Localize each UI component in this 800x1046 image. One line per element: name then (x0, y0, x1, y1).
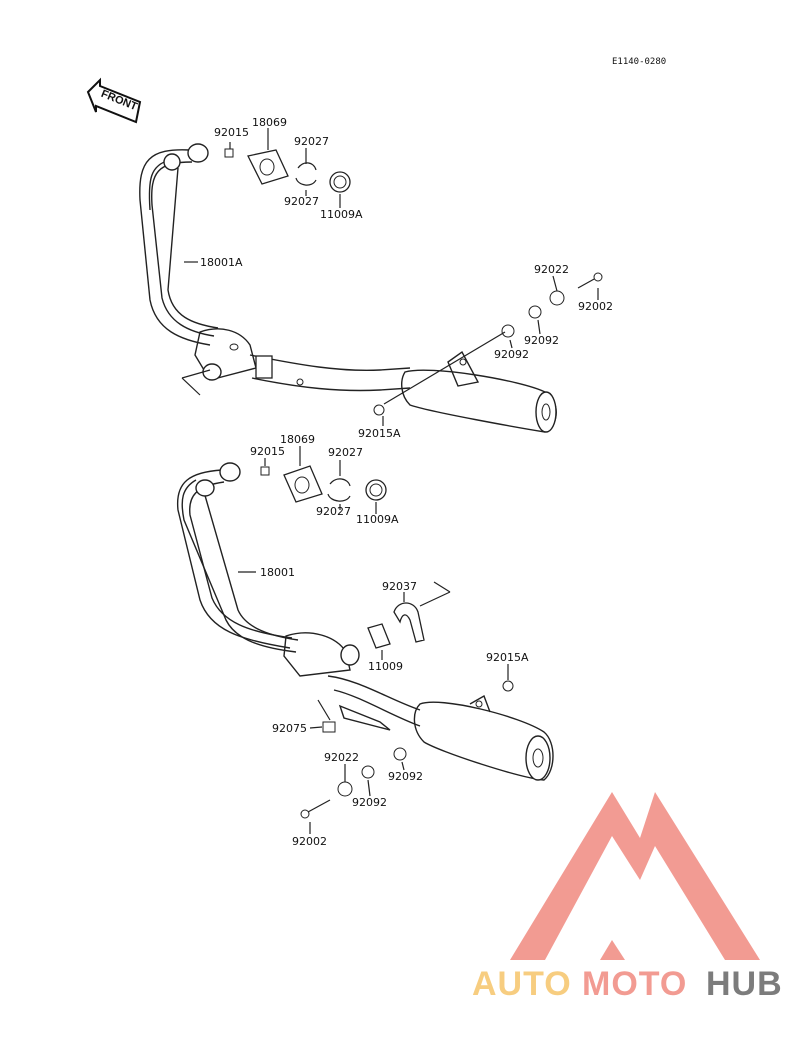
lower-label-11009: 11009 (368, 660, 403, 673)
upper-nut-92015A (373, 404, 385, 416)
lower-label-92092-a: 92092 (388, 770, 423, 783)
lower-label-18001: 18001 (260, 566, 295, 579)
upper-label-92027-bottom: 92027 (284, 195, 319, 208)
lower-exhaust-assembly: 92015 18069 92027 92027 11009A 18001 920… (176, 433, 554, 848)
lower-label-18069: 18069 (280, 433, 315, 446)
front-arrow-icon: FRONT (86, 77, 142, 124)
upper-label-18069: 18069 (252, 116, 287, 129)
lower-label-92027-top: 92027 (328, 446, 363, 459)
lower-washer-92022 (337, 781, 353, 797)
upper-gasket-flange-18069 (247, 149, 289, 185)
lower-label-92027-bottom: 92027 (316, 505, 351, 518)
lower-label-92037: 92037 (382, 580, 417, 593)
watermark-hub: HUB (706, 965, 783, 1003)
lower-label-92092-b: 92092 (352, 796, 387, 809)
lower-label-92015A: 92015A (486, 651, 529, 664)
upper-nut-92092-a (528, 305, 542, 319)
watermark-auto: AUTO (472, 965, 572, 1003)
lower-label-92015: 92015 (250, 445, 285, 458)
upper-split-collar-92027 (295, 162, 317, 186)
lower-nut-92015A (502, 680, 514, 692)
lower-nut-92092-a (393, 747, 407, 761)
upper-label-92002: 92002 (578, 300, 613, 313)
lower-label-92002: 92002 (292, 835, 327, 848)
diagram-code: E1140-0280 (612, 57, 666, 67)
upper-label-18001A: 18001A (200, 256, 243, 269)
upper-washer-92022 (549, 290, 565, 306)
upper-label-92015: 92015 (214, 126, 249, 139)
upper-label-11009A: 11009A (320, 208, 363, 221)
lower-label-11009A: 11009A (356, 513, 399, 526)
lower-split-collar-92027 (327, 478, 351, 502)
upper-label-92092-a: 92092 (524, 334, 559, 347)
lower-label-92075: 92075 (272, 722, 307, 735)
watermark-moto: MOTO (582, 965, 687, 1003)
upper-bolt-92002 (577, 272, 603, 289)
lower-bolt-92002 (300, 799, 331, 819)
upper-gasket-11009A (329, 171, 351, 193)
upper-label-92022: 92022 (534, 263, 569, 276)
upper-label-92092-b: 92092 (494, 348, 529, 361)
upper-exhaust-assembly: 92015 18069 92027 92027 11009A 18001A 92… (139, 116, 613, 440)
upper-label-92015A: 92015A (358, 427, 401, 440)
lower-gasket-flange-18069 (283, 465, 323, 503)
automotohub-logo: AUTO MOTO HUB (472, 792, 783, 1003)
lower-damper-92075 (322, 721, 336, 733)
upper-nut-92092-b (501, 324, 515, 338)
lower-gasket-11009A (365, 479, 387, 501)
lower-nut-92092-b (361, 765, 375, 779)
lower-clamp-92037 (393, 581, 451, 643)
lower-gasket-11009 (367, 623, 391, 649)
lower-nut-92015 (260, 466, 270, 476)
upper-nut-92015 (224, 148, 234, 158)
lower-label-92022: 92022 (324, 751, 359, 764)
upper-label-92027-top: 92027 (294, 135, 329, 148)
